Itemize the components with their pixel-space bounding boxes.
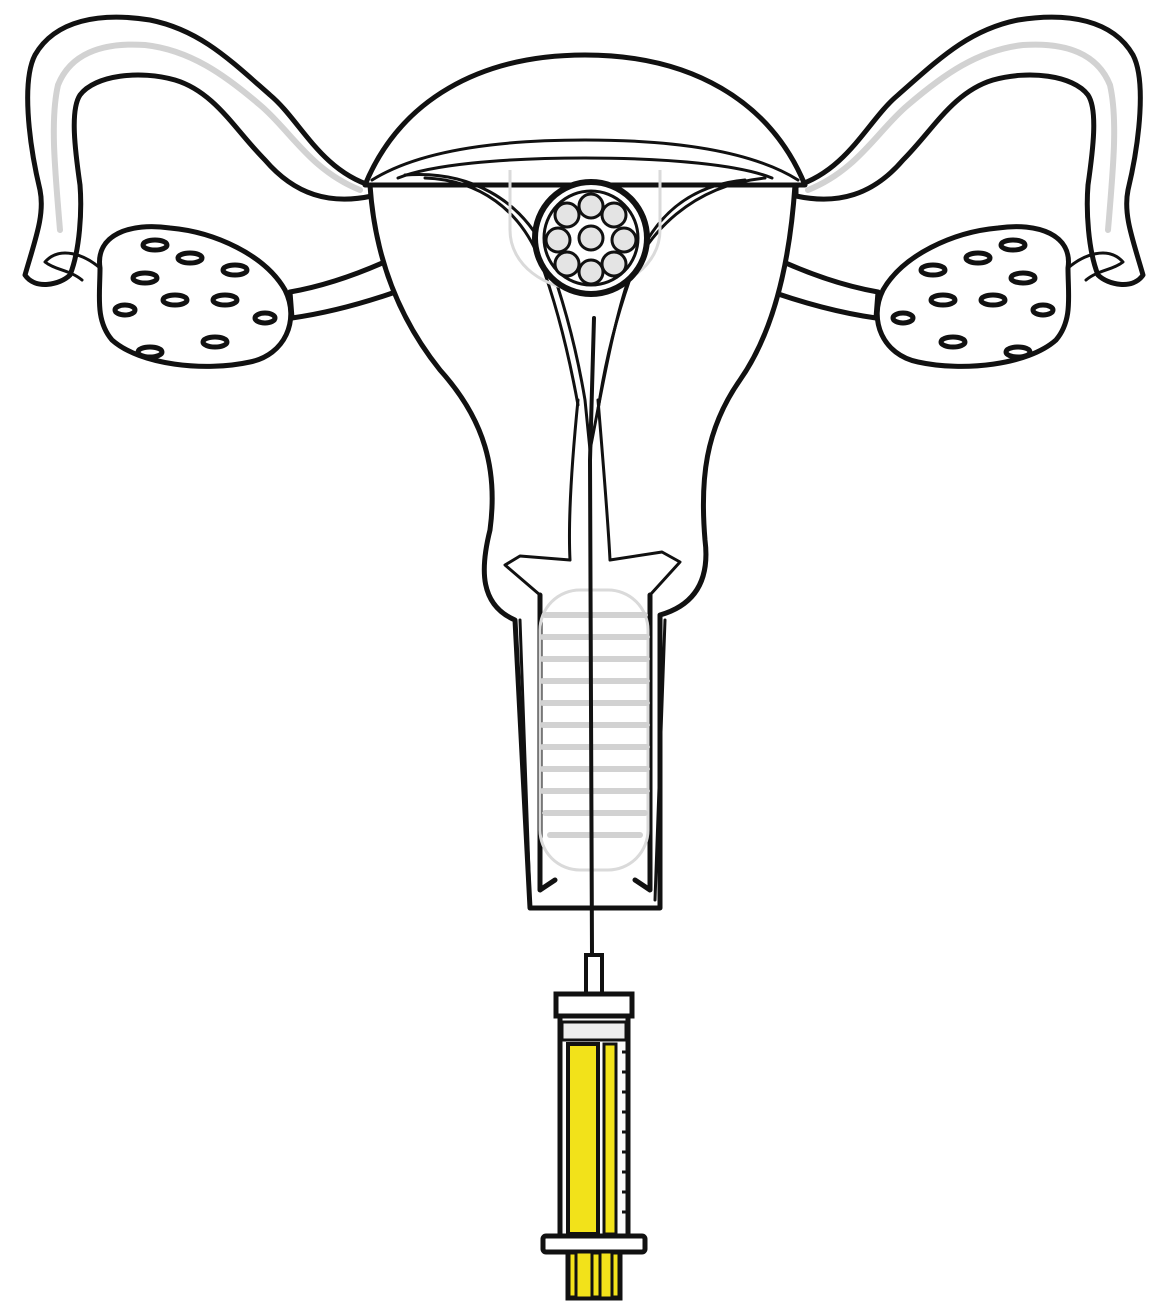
left-ovary [45, 227, 291, 367]
uterine-fundus [365, 55, 805, 185]
syringe-icon [543, 955, 645, 1298]
blastocyst-icon [535, 182, 647, 294]
right-ovary [877, 227, 1123, 367]
